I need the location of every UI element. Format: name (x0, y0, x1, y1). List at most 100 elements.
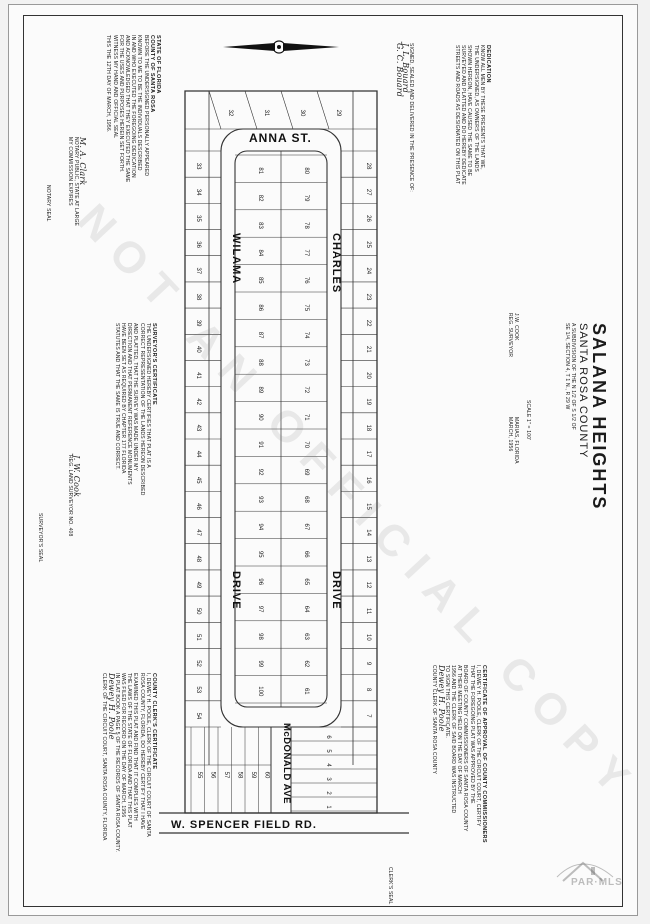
logo-text: PAR·MLS (571, 877, 623, 888)
lot-number: 74 (303, 332, 309, 339)
dedication-line: KNOW ALL MEN BY THESE PRESENTS THAT WE, (478, 45, 485, 170)
lot-number: 96 (257, 578, 263, 585)
lot-number: 79 (303, 195, 309, 202)
commission-line: BOARD OF COUNTY COMMISSIONERS OF SANTA R… (462, 665, 469, 832)
signature: M. A. Clark (78, 137, 87, 186)
lot-number: 78 (303, 222, 309, 229)
lot-number: 43 (195, 425, 201, 432)
lot-number: 27 (365, 189, 371, 196)
ack-line: BEFORE THE UNDERSIGNED PERSONALLY APPEAR… (142, 35, 149, 177)
surveyor-seal: SURVEYOR'S SEAL (37, 513, 43, 562)
clerk-cert-block: COUNTY CLERK'S CERTIFICATE I, DEWEY H. P… (101, 673, 157, 852)
lot-number: 87 (257, 332, 263, 339)
title-block: SALANA HEIGHTS SANTA ROSA COUNTY A SUBDI… (564, 323, 609, 510)
lot-number: 37 (195, 267, 201, 274)
notary-seal: NOTARY SEAL (45, 185, 51, 222)
lot-number: 51 (195, 634, 201, 641)
lot-number: 64 (303, 606, 309, 613)
clerk-line: ROSA COUNTY, FLORIDA, DO HEREBY CERTIFY … (138, 673, 145, 830)
lot-number: 55 (196, 772, 202, 779)
clerk-seal-text: CLERK'S SEAL (387, 867, 393, 905)
lot-number: 47 (195, 529, 201, 536)
lot-number: 59 (250, 772, 256, 779)
lot-number: 29 (335, 110, 341, 117)
lot-number: 77 (303, 250, 309, 257)
ack-line: WITNESS MY HAND AND OFFICIAL SEAL (111, 35, 118, 139)
lot-number: 86 (257, 304, 263, 311)
lot-number: 63 (303, 633, 309, 640)
lot-number: 90 (257, 414, 263, 421)
lot-number: 60 (264, 772, 270, 779)
lot-number: 50 (195, 608, 201, 615)
surveyor-signer: REG. LAND SURVEYOR NO. 408 (66, 455, 73, 537)
acknowledgement-block: STATE OF FLORIDA COUNTY OF SANTA ROSA BE… (105, 35, 161, 182)
plat-border (23, 15, 623, 907)
lot-number: 23 (365, 294, 371, 301)
dedication-block: DEDICATION KNOW ALL MEN BY THESE PRESENT… (454, 45, 491, 185)
commission-cert-block: CERTIFICATE OF APPROVAL OF COUNTY COMMIS… (431, 665, 487, 843)
lot-number: 91 (257, 441, 263, 448)
surveyor-cert-block: SURVEYOR'S CERTIFICATE THE UNDERSIGNED H… (114, 323, 157, 496)
dedication-line: SURVEYED AND PLATTED AND DO HEREBY DEDIC… (460, 45, 467, 185)
lot-number: 68 (303, 496, 309, 503)
lot-number: 10 (365, 634, 371, 641)
top-row-lot-line (244, 90, 258, 130)
dedication-line: STREETS AND ROADS AS DESIGNATED ON THIS … (453, 45, 460, 185)
lot-number: 44 (195, 451, 201, 458)
lot-number: 3 (325, 777, 331, 781)
lot-number: 81 (257, 167, 263, 174)
lot-number: 89 (257, 387, 263, 394)
lot-number: 39 (195, 320, 201, 327)
lot-number: 19 (365, 398, 371, 405)
house-icon (556, 861, 614, 882)
commission-signer: COUNTY CLERK OF SANTA ROSA COUNTY (431, 665, 438, 775)
signature: G. C. Bouard (394, 43, 404, 98)
lot-number: 97 (257, 606, 263, 613)
lot-number: 73 (303, 359, 309, 366)
plat-county: SANTA ROSA COUNTY (577, 323, 589, 459)
top-row-lot-line (280, 90, 294, 130)
ack-line: AND ACKNOWLEDGED THAT THEY EXECUTED THE … (123, 35, 130, 183)
lot-number: 41 (195, 372, 201, 379)
lot-number: 36 (195, 241, 201, 248)
lot-number: 20 (365, 372, 371, 379)
mls-logo: PAR·MLS (553, 855, 623, 901)
lot-number: 99 (257, 661, 263, 668)
lot-number: 57 (223, 772, 229, 779)
place-date: MARIAS, FLORIDA MARCH, 1956 (507, 417, 519, 464)
surveyor-name: J.W. COOK (513, 313, 519, 341)
lot-number: 8 (365, 688, 371, 692)
lot-number: 84 (257, 250, 263, 257)
lot-number: 32 (227, 110, 233, 117)
lot-number: 83 (257, 222, 263, 229)
lot-number: 53 (195, 686, 201, 693)
top-row-lot-line (208, 90, 222, 130)
lot-number: 46 (195, 503, 201, 510)
street-spencer-field: W. SPENCER FIELD RD. (171, 819, 317, 831)
lot-number: 75 (303, 304, 309, 311)
clerk-heading: COUNTY CLERK'S CERTIFICATE (151, 673, 157, 770)
ack-line: KNOWN TO ME TO BE THE INDIVIDUALS DESCRI… (136, 35, 143, 171)
lot-number: 66 (303, 551, 309, 558)
clerk-line: I, DEWEY H. POOLE, CLERK OF THE CIRCUIT … (144, 673, 151, 837)
notary-seal-text: NOTARY SEAL (45, 185, 51, 222)
lot-number: 5 (325, 749, 331, 753)
north-arrow-center (277, 45, 281, 49)
surveyor-line: CORRECT REPRESENTATION OF THE LANDS HERE… (138, 323, 145, 496)
signature: Dewey H. Poole (436, 665, 446, 732)
ack-line: THIS THE 12TH DAY OF MARCH, 1956. (105, 35, 112, 133)
surveyor-seal-text: SURVEYOR'S SEAL (37, 513, 43, 563)
lot-number: 98 (257, 633, 263, 640)
ack-line: FOR THE USES AND PURPOSES HEREIN SET FOR… (117, 35, 124, 173)
lot-number: 88 (257, 359, 263, 366)
lot-number: 85 (257, 277, 263, 284)
lot-number: 93 (257, 496, 263, 503)
plat-title: SALANA HEIGHTS (589, 323, 609, 511)
lot-number: 2 (325, 791, 331, 795)
surveyor-line: STATUTES AND THAT THE SAME IS TRUE AND C… (113, 323, 120, 470)
surveyor-line: AND PLATTED, THAT THE SURVEY WAS MADE UN… (132, 323, 139, 472)
commission-heading: CERTIFICATE OF APPROVAL OF COUNTY COMMIS… (481, 665, 487, 844)
commission-line: I, DEWEY H. POOLE, CLERK OF THE CIRCUIT … (474, 665, 481, 827)
lot-number: 54 (195, 713, 201, 720)
place-text: MARIAS, FLORIDA (513, 417, 519, 464)
